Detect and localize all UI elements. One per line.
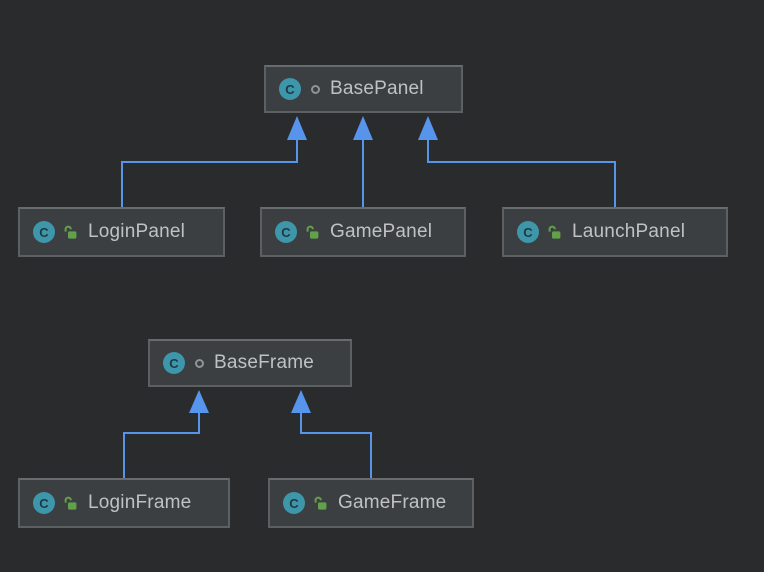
- class-name-label: LoginFrame: [88, 492, 192, 513]
- public-visibility-icon: [64, 496, 77, 510]
- class-icon: C: [163, 352, 185, 374]
- edge-launchpanel-basepanel[interactable]: [418, 116, 616, 207]
- inheritance-arrowhead: [353, 116, 373, 140]
- inheritance-arrowhead: [291, 390, 311, 413]
- class-name-label: GameFrame: [338, 492, 447, 513]
- class-name-label: GamePanel: [330, 221, 433, 242]
- class-node-baseframe[interactable]: C BaseFrame: [148, 339, 352, 387]
- inheritance-arrowhead: [418, 116, 438, 140]
- package-private-icon: [195, 358, 204, 368]
- class-node-launchpanel[interactable]: C LaunchPanel: [502, 207, 728, 257]
- class-icon: C: [275, 221, 297, 243]
- class-node-basepanel[interactable]: C BasePanel: [264, 65, 463, 113]
- edge-loginpanel-basepanel[interactable]: [121, 116, 307, 207]
- public-visibility-icon: [314, 496, 327, 510]
- class-name-label: LaunchPanel: [572, 221, 686, 242]
- edge-gameframe-baseframe[interactable]: [291, 390, 372, 478]
- public-visibility-icon: [548, 225, 561, 239]
- inheritance-arrowhead: [189, 390, 209, 413]
- class-icon: C: [33, 492, 55, 514]
- package-private-icon: [311, 84, 320, 94]
- public-visibility-icon: [306, 225, 319, 239]
- class-name-label: LoginPanel: [88, 221, 186, 242]
- class-icon: C: [33, 221, 55, 243]
- edge-loginframe-baseframe[interactable]: [123, 390, 209, 478]
- public-visibility-icon: [64, 225, 77, 239]
- class-node-loginpanel[interactable]: C LoginPanel: [18, 207, 225, 257]
- class-icon: C: [517, 221, 539, 243]
- class-node-gameframe[interactable]: C GameFrame: [268, 478, 474, 528]
- class-node-gamepanel[interactable]: C GamePanel: [260, 207, 466, 257]
- class-icon: C: [279, 78, 301, 100]
- inheritance-arrowhead: [287, 116, 307, 140]
- edge-gamepanel-basepanel[interactable]: [353, 116, 373, 207]
- class-name-label: BasePanel: [330, 78, 424, 99]
- class-name-label: BaseFrame: [214, 352, 315, 373]
- class-node-loginframe[interactable]: C LoginFrame: [18, 478, 230, 528]
- class-icon: C: [283, 492, 305, 514]
